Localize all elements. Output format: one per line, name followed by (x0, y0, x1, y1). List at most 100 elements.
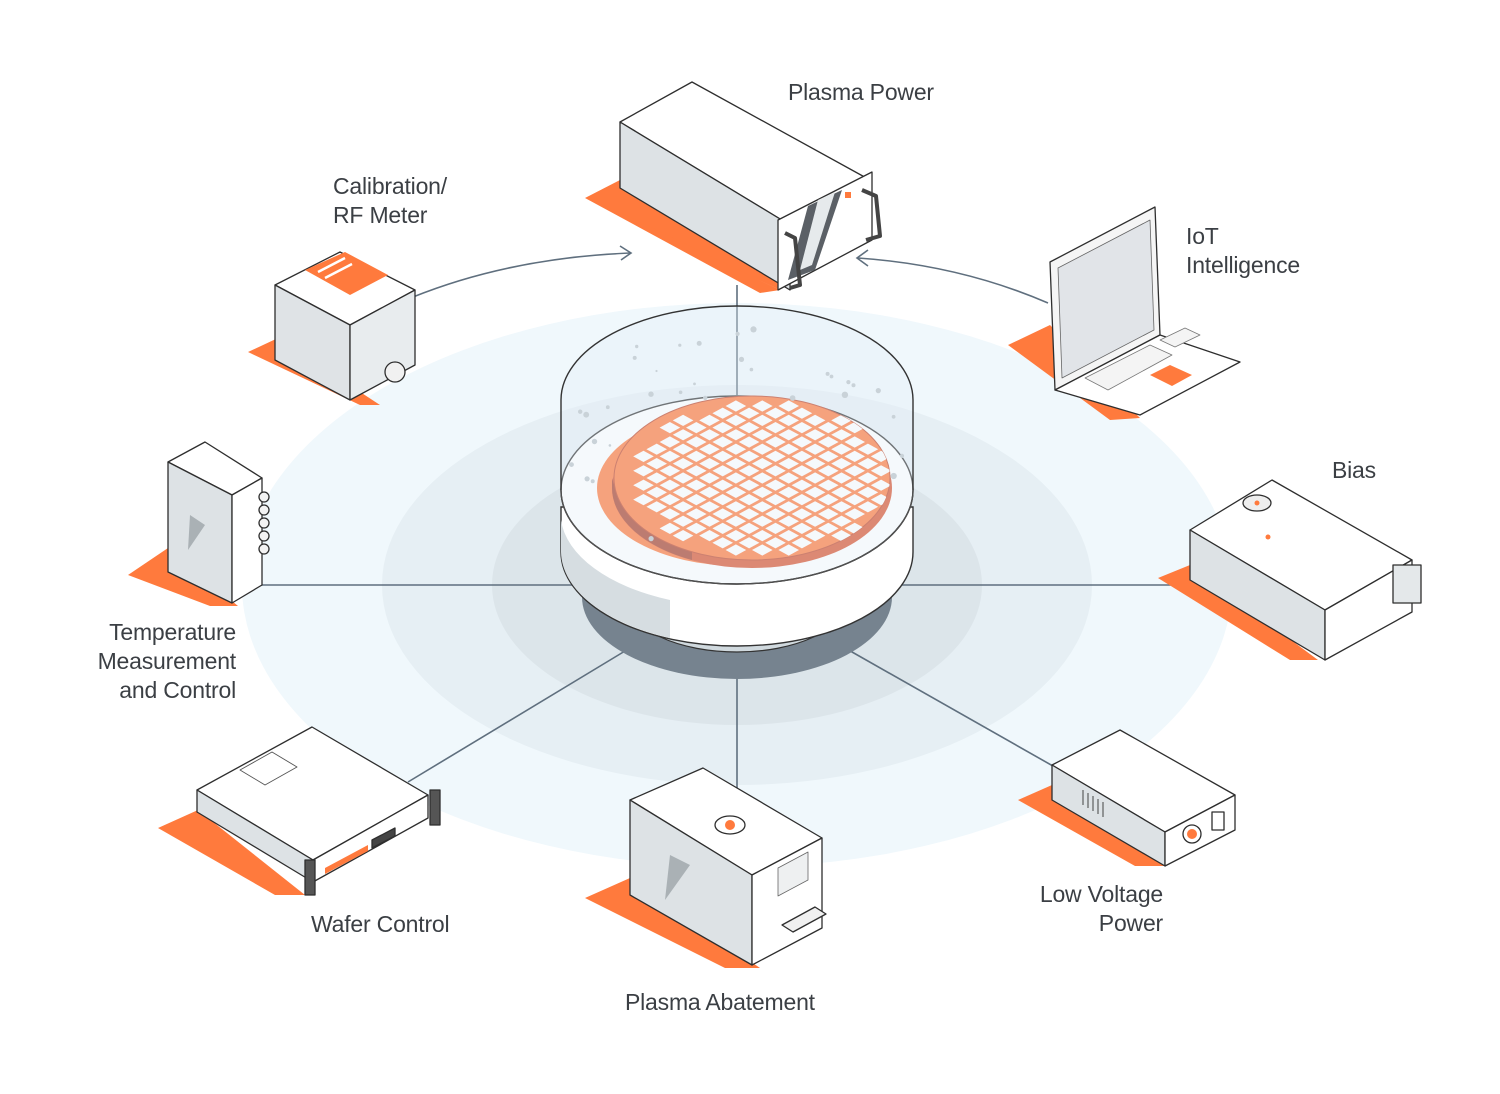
temperature-bnc-connectors (258, 491, 270, 555)
wafer-die (712, 522, 733, 534)
wafer-die (870, 494, 890, 506)
wafer-die (699, 443, 720, 455)
device-iot-laptop[interactable] (1008, 206, 1241, 420)
plasma-particle (735, 331, 740, 336)
label-iot-intelligence: IoT Intelligence (1186, 222, 1300, 280)
wafer-die (765, 479, 786, 491)
device-calibration-rf-meter[interactable] (248, 251, 416, 405)
device-bias[interactable] (1158, 479, 1422, 661)
wafer-die (699, 530, 720, 542)
wafer-die (870, 479, 890, 491)
label-line: IoT (1186, 223, 1219, 249)
wafer-die (791, 479, 813, 491)
wafer-die (831, 458, 852, 470)
plasma-particles (569, 326, 905, 542)
plasma-particle (678, 390, 683, 395)
wafer-die (791, 450, 813, 462)
laptop-screen-inner (1057, 219, 1155, 379)
wafer-die (712, 465, 733, 477)
plasma-particle (696, 340, 702, 346)
plasma-particle (899, 453, 905, 458)
wafer-die (659, 465, 681, 477)
wafer-die (686, 494, 707, 506)
plasma-particle (583, 411, 590, 418)
laptop-touchpad (1159, 327, 1201, 348)
wafer-die (857, 486, 879, 498)
low-voltage-fan-core (1187, 829, 1197, 839)
wafer-die (831, 472, 852, 484)
wafer-die (804, 515, 826, 527)
wafer-die (804, 501, 826, 513)
wafer-die (738, 465, 760, 477)
label-line (317, 256, 346, 274)
orange-footprint (1158, 565, 1318, 660)
wafer-die (738, 436, 760, 448)
wafer-die (712, 494, 733, 506)
wafer-die (791, 422, 813, 434)
wafer-die (672, 530, 694, 542)
wafer-die (752, 400, 773, 412)
wafer-die (778, 530, 799, 542)
wafer-die (725, 515, 747, 527)
wafer-die (686, 479, 707, 491)
wafer-die (831, 501, 852, 513)
wafer-die (659, 479, 681, 491)
wafer-die (870, 450, 890, 462)
orange-footprint (158, 810, 305, 895)
wafer-die (870, 465, 890, 477)
wafer-die (778, 414, 799, 426)
wafer-die (765, 522, 786, 534)
wafer-die (725, 544, 747, 556)
plasma-particle (841, 391, 849, 398)
laptop-base (1054, 334, 1241, 416)
wafer-die (791, 407, 813, 419)
label-line: RF Meter (333, 202, 428, 228)
wafer-die (752, 414, 773, 426)
wafer-die (738, 508, 760, 520)
wafer-die (633, 494, 654, 506)
wafer-die (725, 443, 747, 455)
wafer-die (857, 472, 879, 484)
wafer-die (712, 479, 733, 491)
connector-wafer-control (407, 647, 631, 783)
wafer-die (633, 479, 654, 491)
device-plasma-abatement[interactable] (585, 767, 827, 968)
wafer-die (818, 436, 839, 448)
label-line: and Control (119, 677, 236, 703)
orange-footprint (1018, 785, 1165, 866)
plasma-particle (789, 395, 796, 401)
plasma-particle (648, 391, 654, 397)
low-voltage-vents (1082, 790, 1104, 817)
device-low-voltage-power[interactable] (1018, 729, 1236, 867)
wafer-die (752, 429, 773, 441)
wafer-die (659, 450, 681, 462)
wafer-die (672, 414, 694, 426)
device-temperature[interactable] (128, 441, 270, 606)
label-wafer-control: Wafer Control (311, 910, 450, 939)
wafer-die (804, 458, 826, 470)
wafer-die (765, 508, 786, 520)
wafer-die (738, 450, 760, 462)
wafer-die (646, 472, 667, 484)
wafer-control-ear-left (304, 859, 316, 896)
low-voltage-power-inlet (1211, 811, 1225, 831)
arrow-head-right (855, 249, 869, 267)
wafer-die (804, 530, 826, 542)
plasma-particle (655, 369, 658, 373)
arrow-iot-to-plasma-power (857, 257, 1049, 304)
wafer-die (646, 486, 667, 498)
wafer-die (633, 450, 654, 462)
device-plasma-power[interactable] (585, 81, 882, 293)
plasma-particle (703, 395, 708, 401)
plasma-particle (891, 414, 896, 419)
wafer-die (738, 407, 760, 419)
wafer-die (699, 414, 720, 426)
wafer-die (686, 522, 707, 534)
device-wafer-control[interactable] (158, 726, 441, 896)
wafer-die (738, 479, 760, 491)
label-calibration-rf-meter: Calibration/ RF Meter (333, 172, 447, 230)
connectors (258, 245, 1190, 790)
wafer-die (765, 436, 786, 448)
plasma-particle (632, 355, 637, 360)
wafer-die (765, 407, 786, 419)
